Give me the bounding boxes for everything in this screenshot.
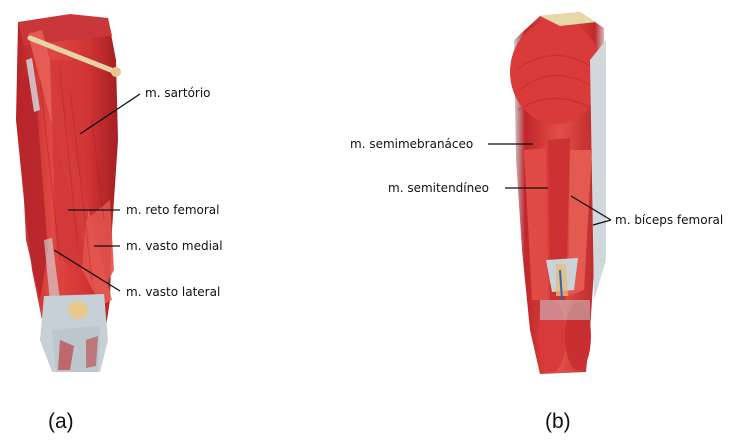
- label-vasto-medial: m. vasto medial: [126, 239, 223, 253]
- posterior-thigh-shape: [510, 12, 606, 374]
- label-sartorio: m. sartório: [145, 86, 211, 100]
- anterior-thigh-shape: [16, 14, 121, 372]
- label-vasto-lateral: m. vasto lateral: [126, 285, 220, 299]
- label-reto-femoral: m. reto femoral: [126, 203, 220, 217]
- label-semitendineo: m. semitendíneo: [388, 181, 489, 195]
- caption-a: (a): [48, 410, 74, 434]
- caption-b: (b): [545, 410, 571, 434]
- label-semimembranaceo: m. semimebranáceo: [350, 137, 473, 151]
- label-biceps-femoral: m. bíceps femoral: [615, 213, 723, 227]
